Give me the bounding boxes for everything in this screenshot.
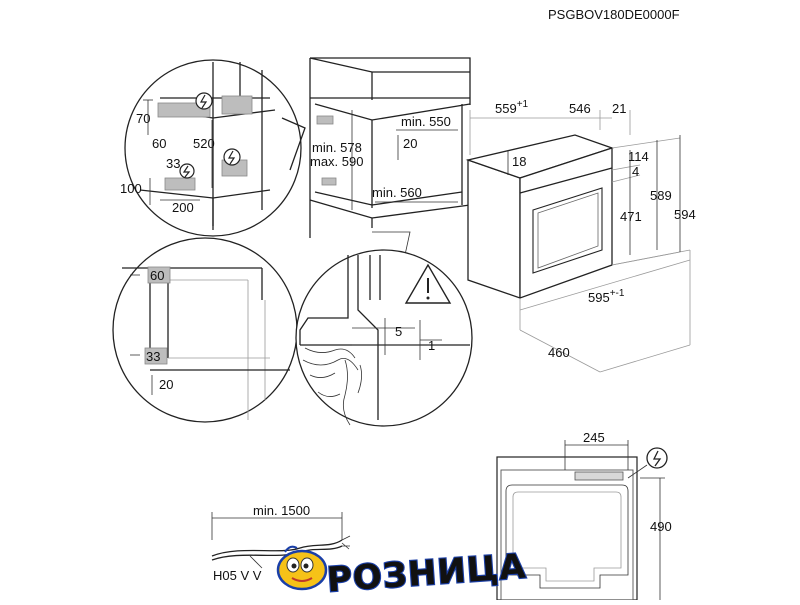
dim-589: 589: [650, 188, 672, 203]
dim-520: 520: [193, 136, 215, 151]
detail-circle-top-left: 70 60 520 33 100 200: [120, 59, 306, 237]
dim-4: 4: [632, 164, 639, 179]
dim-18: 18: [512, 154, 526, 169]
dim-mid-60: 60: [150, 268, 164, 283]
dim-21: 21: [612, 101, 626, 116]
dim-114: 114: [628, 149, 649, 164]
dim-594: 594: [674, 207, 696, 222]
cable-type: H05 V V: [213, 568, 262, 583]
dim-559: 559+1: [495, 99, 529, 116]
dim-1: 1: [428, 338, 435, 353]
wood-panel: [302, 347, 362, 426]
dim-min-550: min. 550: [401, 114, 451, 129]
dim-5: 5: [395, 324, 402, 339]
dim-200: 200: [172, 200, 194, 215]
warning-triangle-icon: [404, 263, 452, 304]
mascot-icon: [276, 545, 328, 591]
roznica-logo: РОЗНИЦА: [276, 545, 529, 602]
power-plug-symbol-icon: [195, 92, 213, 110]
power-plug-symbol-icon: [646, 447, 668, 469]
oven-drawing: 559+1 546 21 18 114 4 471 589 594 595+-1…: [465, 99, 696, 373]
detail-circle-mid-left: 60 33 20: [112, 237, 298, 423]
dim-min-578: min. 578: [312, 140, 362, 155]
cable-min-1500: min. 1500: [253, 503, 310, 518]
power-plug-symbol-icon: [223, 148, 241, 166]
dim-min-560: min. 560: [372, 185, 422, 200]
dim-mid-20: 20: [159, 377, 173, 392]
dim-cabinet-20: 20: [403, 136, 417, 151]
cabinet-drawing: min. 550 min. 578 max. 590 20 min. 560: [309, 57, 480, 276]
dim-546: 546: [569, 101, 591, 116]
dim-245: 245: [583, 430, 605, 445]
dim-100: 100: [120, 181, 142, 196]
rear-view-drawing: 245 490: [496, 430, 672, 601]
detail-circle-mid-right: 5 1: [295, 249, 473, 427]
dim-595: 595+-1: [588, 288, 625, 305]
cable-drawing: min. 1500 H05 V V: [211, 503, 351, 583]
dim-70: 70: [136, 111, 150, 126]
dim-471: 471: [620, 209, 642, 224]
dim-490: 490: [650, 519, 672, 534]
model-code: PSGBOV180DE0000F: [548, 7, 680, 22]
dim-460: 460: [548, 345, 570, 360]
power-plug-symbol-icon: [179, 163, 195, 179]
dim-max-590: max. 590: [310, 154, 363, 169]
dim-mid-33: 33: [146, 349, 160, 364]
dim-60: 60: [152, 136, 166, 151]
dim-33: 33: [166, 156, 180, 171]
